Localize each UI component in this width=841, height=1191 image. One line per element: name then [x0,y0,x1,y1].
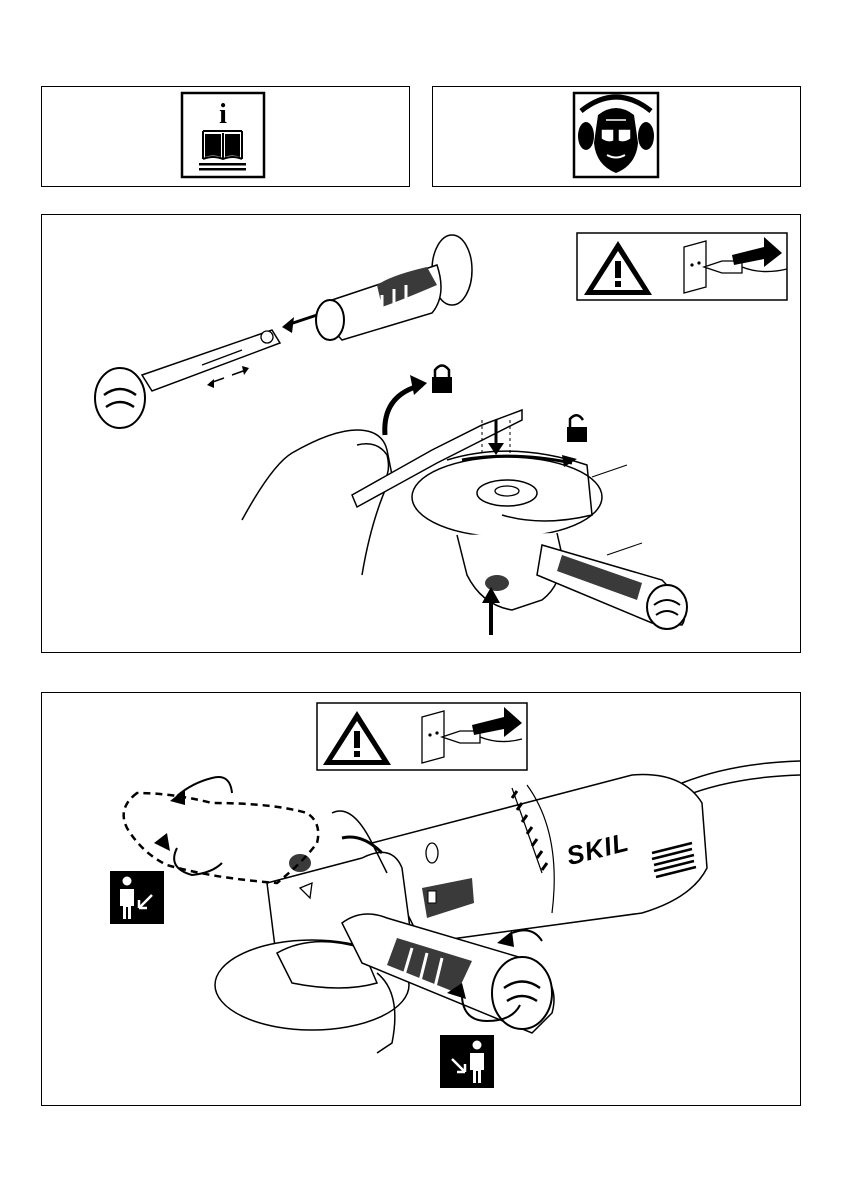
person-left-hand-icon [110,871,164,924]
unlock-icon [567,415,587,442]
handle-position-illustration [42,693,800,1105]
guard-clamp-lever [95,330,280,428]
warning-unplug-sign [577,233,787,300]
left-handle-position-outline [124,777,319,883]
guard-and-handle-mounting-illustration [42,215,800,652]
guard-mounting-panel [41,214,801,653]
grinder-body [372,775,707,943]
side-handle-detached [282,235,472,340]
lock-icon [432,366,452,394]
info-letter: i [219,99,227,130]
wear-eye-ear-protection-icon [433,87,800,186]
person-right-hand-icon [440,1035,494,1088]
read-manual-icon: i [42,87,409,186]
warning-unplug-sign [317,703,527,770]
protection-panel [432,86,801,187]
read-manual-panel: i [41,86,410,187]
handle-position-panel [41,692,801,1106]
side-handle-mounted [537,545,687,629]
